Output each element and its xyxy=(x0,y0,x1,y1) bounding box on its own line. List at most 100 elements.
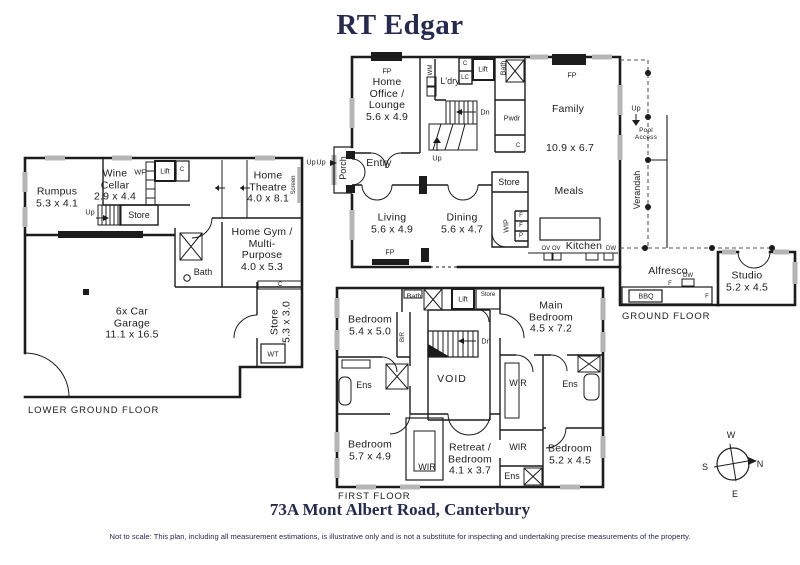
room-dims: 10.9 x 6.7 xyxy=(545,142,595,155)
room-dims: 4.1 x 3.7 xyxy=(448,464,492,477)
room-porch: Porch xyxy=(338,156,348,180)
room-dims: 5.6 x 4.9 xyxy=(365,110,409,123)
room-dims: 5.6 x 4.7 xyxy=(440,223,484,235)
compass: W N E S xyxy=(702,430,763,499)
room-dims: 2.9 x 4.4 xyxy=(93,190,137,203)
room-name: Wine Cellar xyxy=(100,167,130,192)
store-label: Store xyxy=(480,292,496,298)
compass-north: N xyxy=(757,459,764,469)
room-name: Bedroom xyxy=(547,442,592,455)
room-powder: Pwdr xyxy=(503,113,521,123)
room-dims: 11.1 x 16.5 xyxy=(105,328,159,341)
lower-ground-interior xyxy=(24,158,303,398)
solid-features xyxy=(58,52,640,357)
wir-label: WIR xyxy=(418,462,436,472)
room-name: Family xyxy=(551,103,585,116)
compass-east: E xyxy=(732,489,738,499)
room-bedroom1: Bedroom 5.4 x 5.0 xyxy=(335,314,405,337)
porch-up-label: Up xyxy=(316,157,326,167)
verandah-outline xyxy=(620,59,775,251)
stairs-down-label: Dn xyxy=(481,336,491,346)
cupboard-label: C xyxy=(515,143,521,149)
room-name: Studio xyxy=(731,269,763,282)
void-label: VOID xyxy=(427,374,477,386)
bath-label: Bath xyxy=(498,60,508,76)
room-rumpus: Rumpus 5.3 x 4.1 xyxy=(27,186,87,209)
room-name: Home Office / Lounge xyxy=(368,75,406,111)
room-name: Meals xyxy=(554,185,584,198)
ensuite-label: Ens xyxy=(356,380,372,390)
linen-cupboard-label: LC xyxy=(461,75,469,81)
cupboard-label: C xyxy=(462,61,468,67)
stairs-up-label: Up xyxy=(85,207,95,217)
first-floor-interior xyxy=(337,288,603,487)
room-home-theatre: Home Theatre 4.0 x 8.1 xyxy=(237,169,299,206)
ensuite-label: Ens xyxy=(504,471,520,481)
room-name: VOID xyxy=(437,373,467,386)
room-dims: 5.3 x 3.0 xyxy=(280,300,292,344)
room-store-lower: Store 5.3 x 3.0 xyxy=(268,292,292,352)
room-name: Kitchen xyxy=(565,240,603,253)
bir-label: BIR xyxy=(400,331,406,343)
room-verandah: Verandah xyxy=(632,170,642,210)
wir-label: WIR xyxy=(509,442,527,452)
cupboard-label: C xyxy=(179,167,185,173)
room-garage: 6x Car Garage 11.1 x 16.5 xyxy=(102,306,162,342)
room-name: Main Bedroom xyxy=(528,299,573,324)
room-family-dims: 10.9 x 6.7 xyxy=(535,143,605,155)
oven-label: OV OV xyxy=(541,246,561,252)
room-name: Bedroom xyxy=(347,313,392,326)
room-retreat: Retreat / Bedroom 4.1 x 3.7 xyxy=(437,441,503,478)
compass-west: W xyxy=(727,430,736,440)
room-alfresco: Alfresco xyxy=(638,266,698,278)
room-entry: Entry xyxy=(354,158,404,170)
room-dining: Dining 5.6 x 4.7 xyxy=(427,212,497,235)
room-name: Retreat / Bedroom xyxy=(447,441,492,466)
fireplace-label: FP xyxy=(385,247,395,257)
screen-label: Screen xyxy=(291,175,297,195)
room-laundry: L'dry xyxy=(440,76,460,86)
first-floor-label: FIRST FLOOR xyxy=(338,491,411,502)
room-dims: 5.3 x 4.1 xyxy=(35,197,79,209)
ensuite-label: Ens xyxy=(562,379,578,389)
wine-fridge-label: WF xyxy=(134,167,146,177)
water-tank-label: WT xyxy=(267,349,279,359)
room-name: Home Theatre xyxy=(249,169,287,194)
external-up-label: Up xyxy=(306,157,316,167)
room-name: Entry xyxy=(366,157,392,170)
dishwasher-label: DW xyxy=(683,273,693,279)
stairs-down-label: Dn xyxy=(480,107,490,117)
lift-label: Lift xyxy=(478,64,488,74)
lift-label: Lift xyxy=(160,166,170,176)
compass-south: S xyxy=(702,462,708,472)
fridge-label: F xyxy=(519,213,523,219)
lower-ground-floor-label: LOWER GROUND FLOOR xyxy=(28,405,160,416)
bath-label: Bath xyxy=(406,291,422,301)
fridge-label: F xyxy=(519,223,523,229)
pool-access-label: Pool Access xyxy=(632,127,660,141)
room-home-gym: Home Gym / Multi- Purpose 4.0 x 5.3 xyxy=(229,225,295,273)
wir-label: WIR xyxy=(509,378,527,388)
bbq-label: BBQ xyxy=(638,291,654,301)
room-dims: 4.0 x 5.3 xyxy=(240,260,284,273)
room-dims: 4.0 x 8.1 xyxy=(246,192,290,205)
pool-up-label: Up xyxy=(631,103,641,113)
room-name: Rumpus xyxy=(36,185,78,198)
fireplace-label: FP xyxy=(567,70,577,80)
washing-machine-label: WM xyxy=(428,64,434,76)
room-wip: WIP xyxy=(501,219,511,233)
disclaimer-text: Not to scale: This plan, including all m… xyxy=(109,532,691,541)
room-name: Home Gym / Multi- Purpose xyxy=(231,225,293,261)
room-name: Pool Access xyxy=(634,126,658,141)
store-label: Store xyxy=(498,177,520,187)
room-bedroom3: Bedroom 5.2 x 4.5 xyxy=(535,443,605,466)
fireplace-label: FP xyxy=(382,66,392,76)
room-dims: 5.2 x 4.5 xyxy=(725,281,769,293)
brand-title: RT Edgar xyxy=(336,9,464,41)
ground-floor-interior xyxy=(333,57,771,305)
dishwasher-label: DW xyxy=(606,246,616,252)
windows xyxy=(22,54,798,490)
lift-label: Lift xyxy=(458,294,468,304)
